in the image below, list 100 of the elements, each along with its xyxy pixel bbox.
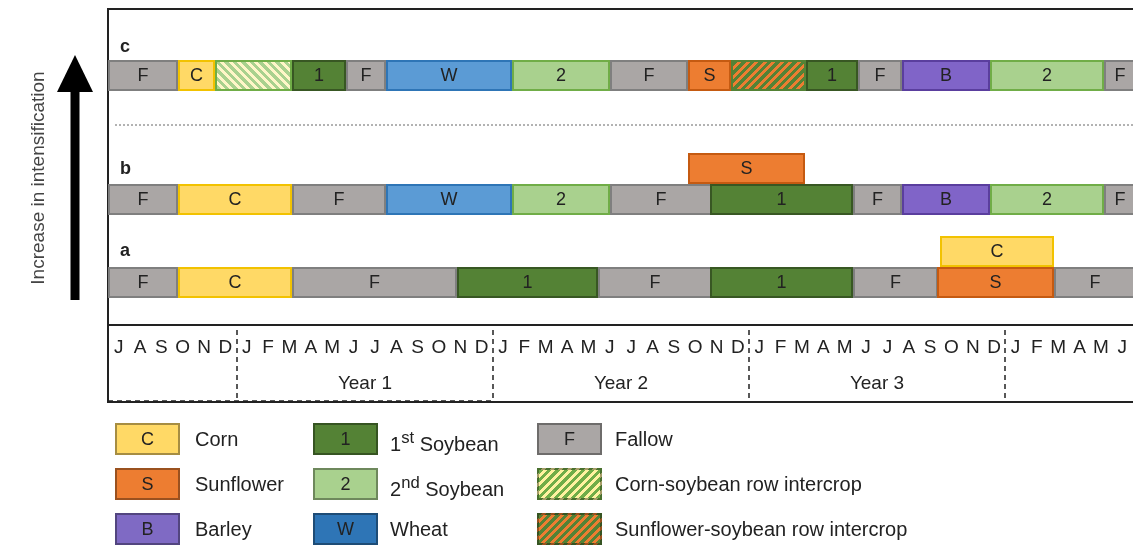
legend-label: Corn [195, 428, 239, 451]
month-label: F [774, 336, 787, 358]
barley-bar: B [902, 184, 990, 215]
fallow-bar: F [610, 184, 712, 215]
sunflower-bar: S [688, 60, 731, 91]
month-label: O [431, 336, 447, 358]
month-label: D [474, 336, 489, 358]
soybean-bar: 2 [990, 184, 1104, 215]
corn-bar: C [178, 267, 292, 298]
month-label: J [113, 336, 124, 358]
month-label: J [370, 336, 380, 358]
soybean-bar: 2 [990, 60, 1104, 91]
row-label: c [120, 36, 130, 57]
month-label: S [923, 336, 937, 358]
fallow-bar: F [853, 267, 938, 298]
sunflower-bar: S [688, 153, 805, 184]
soybean-bar: 1 [710, 267, 853, 298]
fallow-bar: F [292, 184, 386, 215]
month-label: M [1093, 336, 1109, 358]
fallow-bar: F [610, 60, 688, 91]
month-label: M [836, 336, 853, 358]
legend-label: Corn-soybean row intercrop [615, 473, 862, 496]
month-label: A [646, 336, 659, 358]
month-label: N [197, 336, 211, 358]
fallow-bar: F [1104, 60, 1133, 91]
month-label: J [1010, 336, 1021, 358]
soybean-bar: 1 [457, 267, 598, 298]
month-label: D [218, 336, 233, 358]
swatch-letter: S [141, 473, 154, 495]
fallow-bar: F [108, 60, 178, 91]
fallow-bar: F [108, 184, 178, 215]
legend-label: 1$^{st}$ Soybean [390, 428, 499, 456]
month-label: A [817, 336, 830, 358]
month-label: J [626, 336, 636, 358]
wheat-bar: W [386, 184, 512, 215]
soybean-bar: 2 [512, 184, 610, 215]
year-label: Year 2 [593, 372, 649, 394]
fallow-bar: F [1104, 184, 1133, 215]
month-label: A [133, 336, 147, 358]
month-label: A [304, 336, 318, 358]
axis-label: Increase in intensification [27, 71, 49, 285]
soybean-bar: 1 [710, 184, 853, 215]
fallow-bar: F [108, 267, 178, 298]
month-label: J [754, 336, 765, 358]
fallow-bar: F [1054, 267, 1133, 298]
month-label: M [537, 336, 554, 358]
month-label: M [324, 336, 341, 358]
month-label: O [687, 336, 703, 358]
month-label: N [453, 336, 468, 358]
legend-label: Wheat [390, 518, 448, 541]
month-label: J [882, 336, 893, 358]
corn-bar: C [940, 236, 1054, 267]
month-label: M [281, 336, 298, 358]
month-label: M [580, 336, 597, 358]
legend-label: Sunflower-soybean row intercrop [615, 518, 908, 541]
year-label: Year 3 [849, 372, 905, 394]
swatch-letter: W [337, 518, 354, 540]
intercrop-bar [731, 60, 806, 91]
swatch-letter: 2 [340, 473, 351, 495]
fallow-bar: F [346, 60, 386, 91]
year-label: Year 1 [337, 372, 393, 394]
sunflower-bar: S [937, 267, 1054, 298]
swatch-letter: F [564, 428, 575, 450]
soybean-bar: 1 [292, 60, 346, 91]
month-label: A [560, 336, 574, 358]
swatch-letter: B [141, 518, 154, 540]
month-label: A [902, 336, 916, 358]
wheat-bar: W [386, 60, 512, 91]
swatch-letter: C [141, 428, 154, 450]
month-label: M [1050, 336, 1067, 358]
month-label: D [987, 336, 1002, 358]
legend-label: Fallow [615, 428, 673, 451]
month-label: N [709, 336, 724, 358]
fallow-bar: F [292, 267, 457, 298]
month-label: A [389, 336, 403, 358]
swatch-letter: 1 [340, 428, 351, 450]
month-label: A [1073, 336, 1086, 358]
fallow-bar: F [853, 184, 902, 215]
month-label: S [411, 336, 424, 358]
soybean-bar: 2 [512, 60, 610, 91]
month-label: S [667, 336, 681, 358]
legend-label: Sunflower [195, 473, 284, 496]
month-label: O [944, 336, 959, 358]
month-label: J [861, 336, 871, 358]
corn-bar: C [178, 60, 215, 91]
month-label: J [242, 336, 252, 358]
legend-label: 2$^{nd}$ Soybean [390, 473, 505, 501]
row-label: a [120, 240, 130, 261]
intercrop-bar [215, 60, 292, 91]
row-label: b [120, 158, 131, 179]
month-label: J [348, 336, 359, 358]
fallow-bar: F [598, 267, 712, 298]
month-label: F [262, 336, 274, 358]
month-label: F [1031, 336, 1043, 358]
month-label: J [498, 336, 508, 358]
month-label: N [966, 336, 980, 358]
barley-bar: B [902, 60, 990, 91]
fallow-bar: F [858, 60, 902, 91]
month-label: S [155, 336, 168, 358]
legend-label: Barley [195, 518, 252, 541]
